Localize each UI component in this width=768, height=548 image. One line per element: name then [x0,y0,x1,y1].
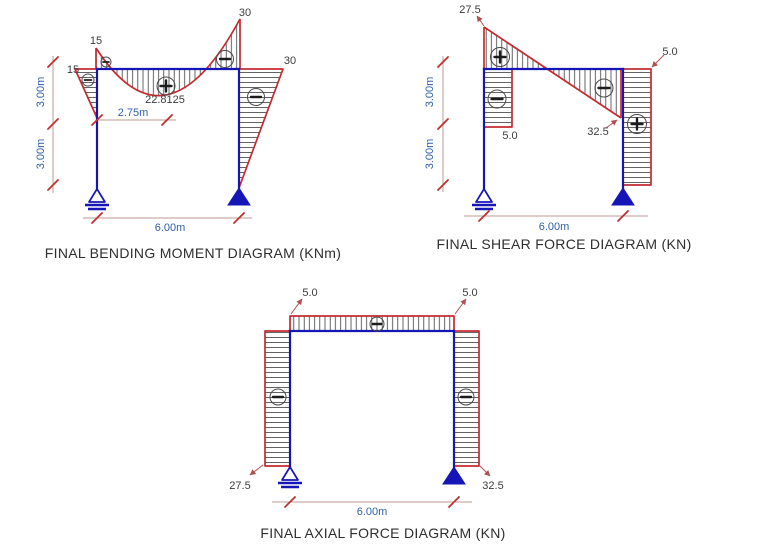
afd-dimensions [272,496,472,508]
bmd-title: FINAL BENDING MOMENT DIAGRAM (KNm) [45,245,341,261]
sfd-right-column-shear-label: 5.0 [662,46,677,58]
afd-title: FINAL AXIAL FORCE DIAGRAM (KN) [260,525,505,541]
afd-beam-left-axial-label: 5.0 [302,287,317,299]
afd-span-dim-label: 6.00m [357,506,388,518]
bmd-left-pin-support-icon [85,188,109,211]
afd-negative-sign-icon [457,388,475,406]
shear-force-diagram: 27.5 5.0 5.0 32.5 3.00m 3.00m 6.00m FINA… [424,4,691,252]
bmd-beam-left-moment-label: 15 [90,35,102,47]
sfd-beam-left-shear-label: 27.5 [459,4,480,16]
sfd-positive-sign-icon [490,47,510,67]
bmd-max-sagging-label: 22.8125 [145,94,185,106]
sfd-negative-sign-icon [594,78,614,98]
bmd-span-dim-label: 6.00m [155,222,186,234]
afd-frame [288,329,456,470]
bmd-right-column-moment-label: 30 [284,55,296,67]
bmd-right-pin-support-icon [227,187,251,206]
sfd-left-column-shear-label: 5.0 [502,130,517,142]
afd-negative-sign-icon [269,388,287,406]
bending-moment-diagram: 15 15 30 30 22.8125 2.75m 3.00m 3.00m 6.… [35,7,341,261]
sfd-span-dim-label: 6.00m [539,221,570,233]
bmd-sagging-offset-dim-label: 2.75m [118,107,149,119]
bmd-positive-sign-icon [156,76,176,96]
afd-hatch-regions [265,316,479,466]
sfd-column-lower-dim-label: 3.00m [424,139,436,170]
axial-force-diagram: 5.0 5.0 27.5 32.5 6.00m FINAL AXIAL FORC… [229,287,505,541]
bmd-dimensions [47,56,252,224]
afd-left-column-axial-label: 27.5 [229,480,250,492]
bmd-negative-sign-icon [100,56,112,68]
afd-right-pin-support-icon [442,466,466,485]
afd-axial-outlines [264,315,480,467]
bmd-left-column-moment-label: 15 [67,64,79,76]
sfd-frame [482,67,625,192]
afd-left-pin-support-icon [278,466,302,489]
afd-leader-lines [249,298,491,477]
sfd-leader-lines [476,15,665,129]
bmd-frame [95,67,241,192]
sfd-right-pin-support-icon [611,187,635,206]
sfd-left-pin-support-icon [472,188,496,211]
sfd-positive-sign-icon [627,114,647,134]
bmd-column-upper-dim-label: 3.00m [35,77,47,108]
afd-right-column-axial-label: 32.5 [482,480,503,492]
sfd-negative-sign-icon [487,89,507,109]
afd-negative-sign-icon [369,316,385,332]
sfd-column-upper-dim-label: 3.00m [424,77,436,108]
sfd-beam-right-shear-label: 32.5 [587,126,608,138]
bmd-negative-sign-icon [81,73,95,87]
bmd-negative-sign-icon [216,50,234,68]
bmd-column-lower-dim-label: 3.00m [35,139,47,170]
sfd-dimensions [437,56,648,222]
afd-beam-right-axial-label: 5.0 [462,287,477,299]
bmd-negative-sign-icon [247,88,265,106]
sfd-title: FINAL SHEAR FORCE DIAGRAM (KN) [436,236,691,252]
sfd-hatch-regions [484,27,651,185]
bmd-beam-right-moment-label: 30 [239,7,251,19]
